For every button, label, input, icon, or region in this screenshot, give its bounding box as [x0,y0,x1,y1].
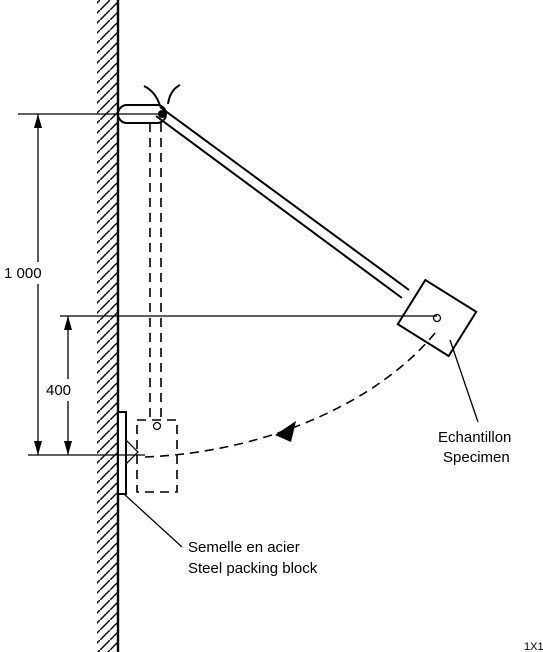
hanging-arm-dashed [149,123,162,420]
suspension-arm [155,106,410,299]
support-hook-left [143,85,161,107]
specimen-released [396,278,478,358]
swing-arrow-icon [275,421,296,442]
packing-leader [123,493,183,548]
steel-packing-block [117,411,139,495]
packing-label-en: Steel packing block [188,560,318,577]
specimen-leader [449,339,479,423]
corner-mark: 1X1 [524,641,543,652]
leader-lines [123,339,479,548]
wall-hatching [97,0,118,652]
specimen-rest-position [136,419,178,493]
dim-label-1000: 1 000 [4,265,42,282]
specimen-label-en: Specimen [443,449,510,466]
wall [97,0,120,652]
swing-arc [144,332,436,458]
dimension-labels: 1 000 400 [2,262,80,401]
support-bracket [117,84,181,124]
dim-label-400: 400 [46,382,71,399]
dimension-lines [18,113,437,456]
specimen-label-fr: Echantillon [438,429,511,446]
support-hook-right [167,84,181,105]
packing-label-fr: Semelle en acier [188,539,300,556]
swing-path [144,332,436,458]
